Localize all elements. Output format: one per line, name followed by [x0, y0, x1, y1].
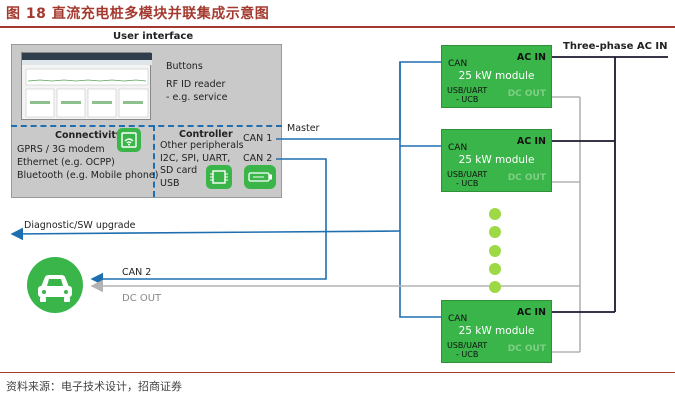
- controller-item: I2C, SPI, UART,: [160, 152, 231, 164]
- continuation-dot: [489, 226, 501, 238]
- can-bus-module3: [399, 146, 441, 318]
- controller-item: USB: [160, 177, 180, 189]
- can2-line: [90, 158, 327, 286]
- power-module-1: CAN AC IN 25 kW module USB/UART - UCB DC…: [441, 45, 552, 108]
- connectivity-title: Connectivity: [55, 130, 123, 141]
- controller-list: Other peripherals I2C, SPI, UART, SD car…: [160, 140, 244, 190]
- module-ac-in-label: AC IN: [516, 136, 546, 147]
- microchip-icon: [206, 165, 232, 189]
- module-dc-out-label: DC OUT: [507, 173, 546, 183]
- ui-service-label: - e.g. service: [166, 92, 228, 103]
- three-phase-label: Three-phase AC IN: [563, 41, 668, 52]
- ui-features: Buttons RF ID reader - e.g. service: [166, 60, 227, 104]
- connectivity-item: GPRS / 3G modem: [17, 144, 105, 155]
- diagnostic-arrow: [10, 227, 401, 241]
- ui-divider: [11, 125, 282, 127]
- dc-out-label: DC OUT: [122, 293, 162, 304]
- source-note: 资料来源：电子技术设计，招商证券: [6, 380, 182, 393]
- module-name: 25 kW module: [458, 154, 535, 166]
- module-can-label: CAN: [448, 59, 468, 69]
- module-dc-out-label: DC OUT: [507, 89, 546, 99]
- connectivity-item: Ethernet (e.g. OCPP): [17, 157, 115, 168]
- can2-car-label: CAN 2: [122, 267, 152, 278]
- ui-screen-thumbnail: [21, 52, 152, 120]
- connectivity-list: GPRS / 3G modem Ethernet (e.g. OCPP) Blu…: [17, 143, 158, 182]
- continuation-dot: [489, 263, 501, 275]
- master-label: Master: [287, 123, 320, 134]
- usb-stick-icon: [244, 165, 276, 189]
- power-module-2: CAN AC IN 25 kW module USB/UART - UCB DC…: [441, 129, 552, 192]
- controller-item: SD card: [160, 165, 198, 177]
- module-dc-out-label: DC OUT: [507, 344, 546, 354]
- continuation-dot: [489, 281, 501, 293]
- module-usb-label: USB/UART: [447, 170, 488, 179]
- connectivity-item: Bluetooth (e.g. Mobile phone): [17, 170, 159, 181]
- can-bus-module2: [399, 62, 441, 147]
- module-name: 25 kW module: [458, 70, 535, 82]
- diagnostic-label: Diagnostic/SW upgrade: [24, 220, 136, 231]
- controller-title: Controller: [179, 129, 233, 140]
- module-ac-in-label: AC IN: [516, 52, 546, 63]
- module-usb-label: USB/UART: [447, 341, 488, 350]
- figure-title: 图 18 直流充电桩多模块并联集成示意图: [6, 6, 270, 22]
- user-interface-label: User interface: [113, 31, 194, 42]
- module-ucb-label: - UCB: [456, 95, 479, 104]
- can2-label: CAN 2: [243, 153, 273, 164]
- continuation-dot: [489, 245, 501, 257]
- module-can-label: CAN: [448, 314, 468, 324]
- footer-rule: [0, 372, 675, 373]
- screen-mockup-icon: [22, 53, 152, 118]
- module-ucb-label: - UCB: [456, 179, 479, 188]
- continuation-dot: [489, 208, 501, 220]
- module-name: 25 kW module: [458, 325, 535, 337]
- title-rule: [0, 26, 675, 28]
- module-can-label: CAN: [448, 143, 468, 153]
- wifi-chip-icon: [117, 128, 141, 152]
- ui-rfid-label: RF ID reader: [166, 79, 226, 90]
- ui-buttons-label: Buttons: [166, 61, 203, 72]
- can1-label: CAN 1: [243, 133, 273, 144]
- controller-item: Other peripherals: [160, 140, 244, 151]
- power-module-3: CAN AC IN 25 kW module USB/UART - UCB DC…: [441, 300, 552, 363]
- module-ac-in-label: AC IN: [516, 307, 546, 318]
- car-icon: [27, 257, 83, 313]
- ui-vertical-divider: [153, 125, 155, 197]
- module-usb-label: USB/UART: [447, 86, 488, 95]
- module-ucb-label: - UCB: [456, 350, 479, 359]
